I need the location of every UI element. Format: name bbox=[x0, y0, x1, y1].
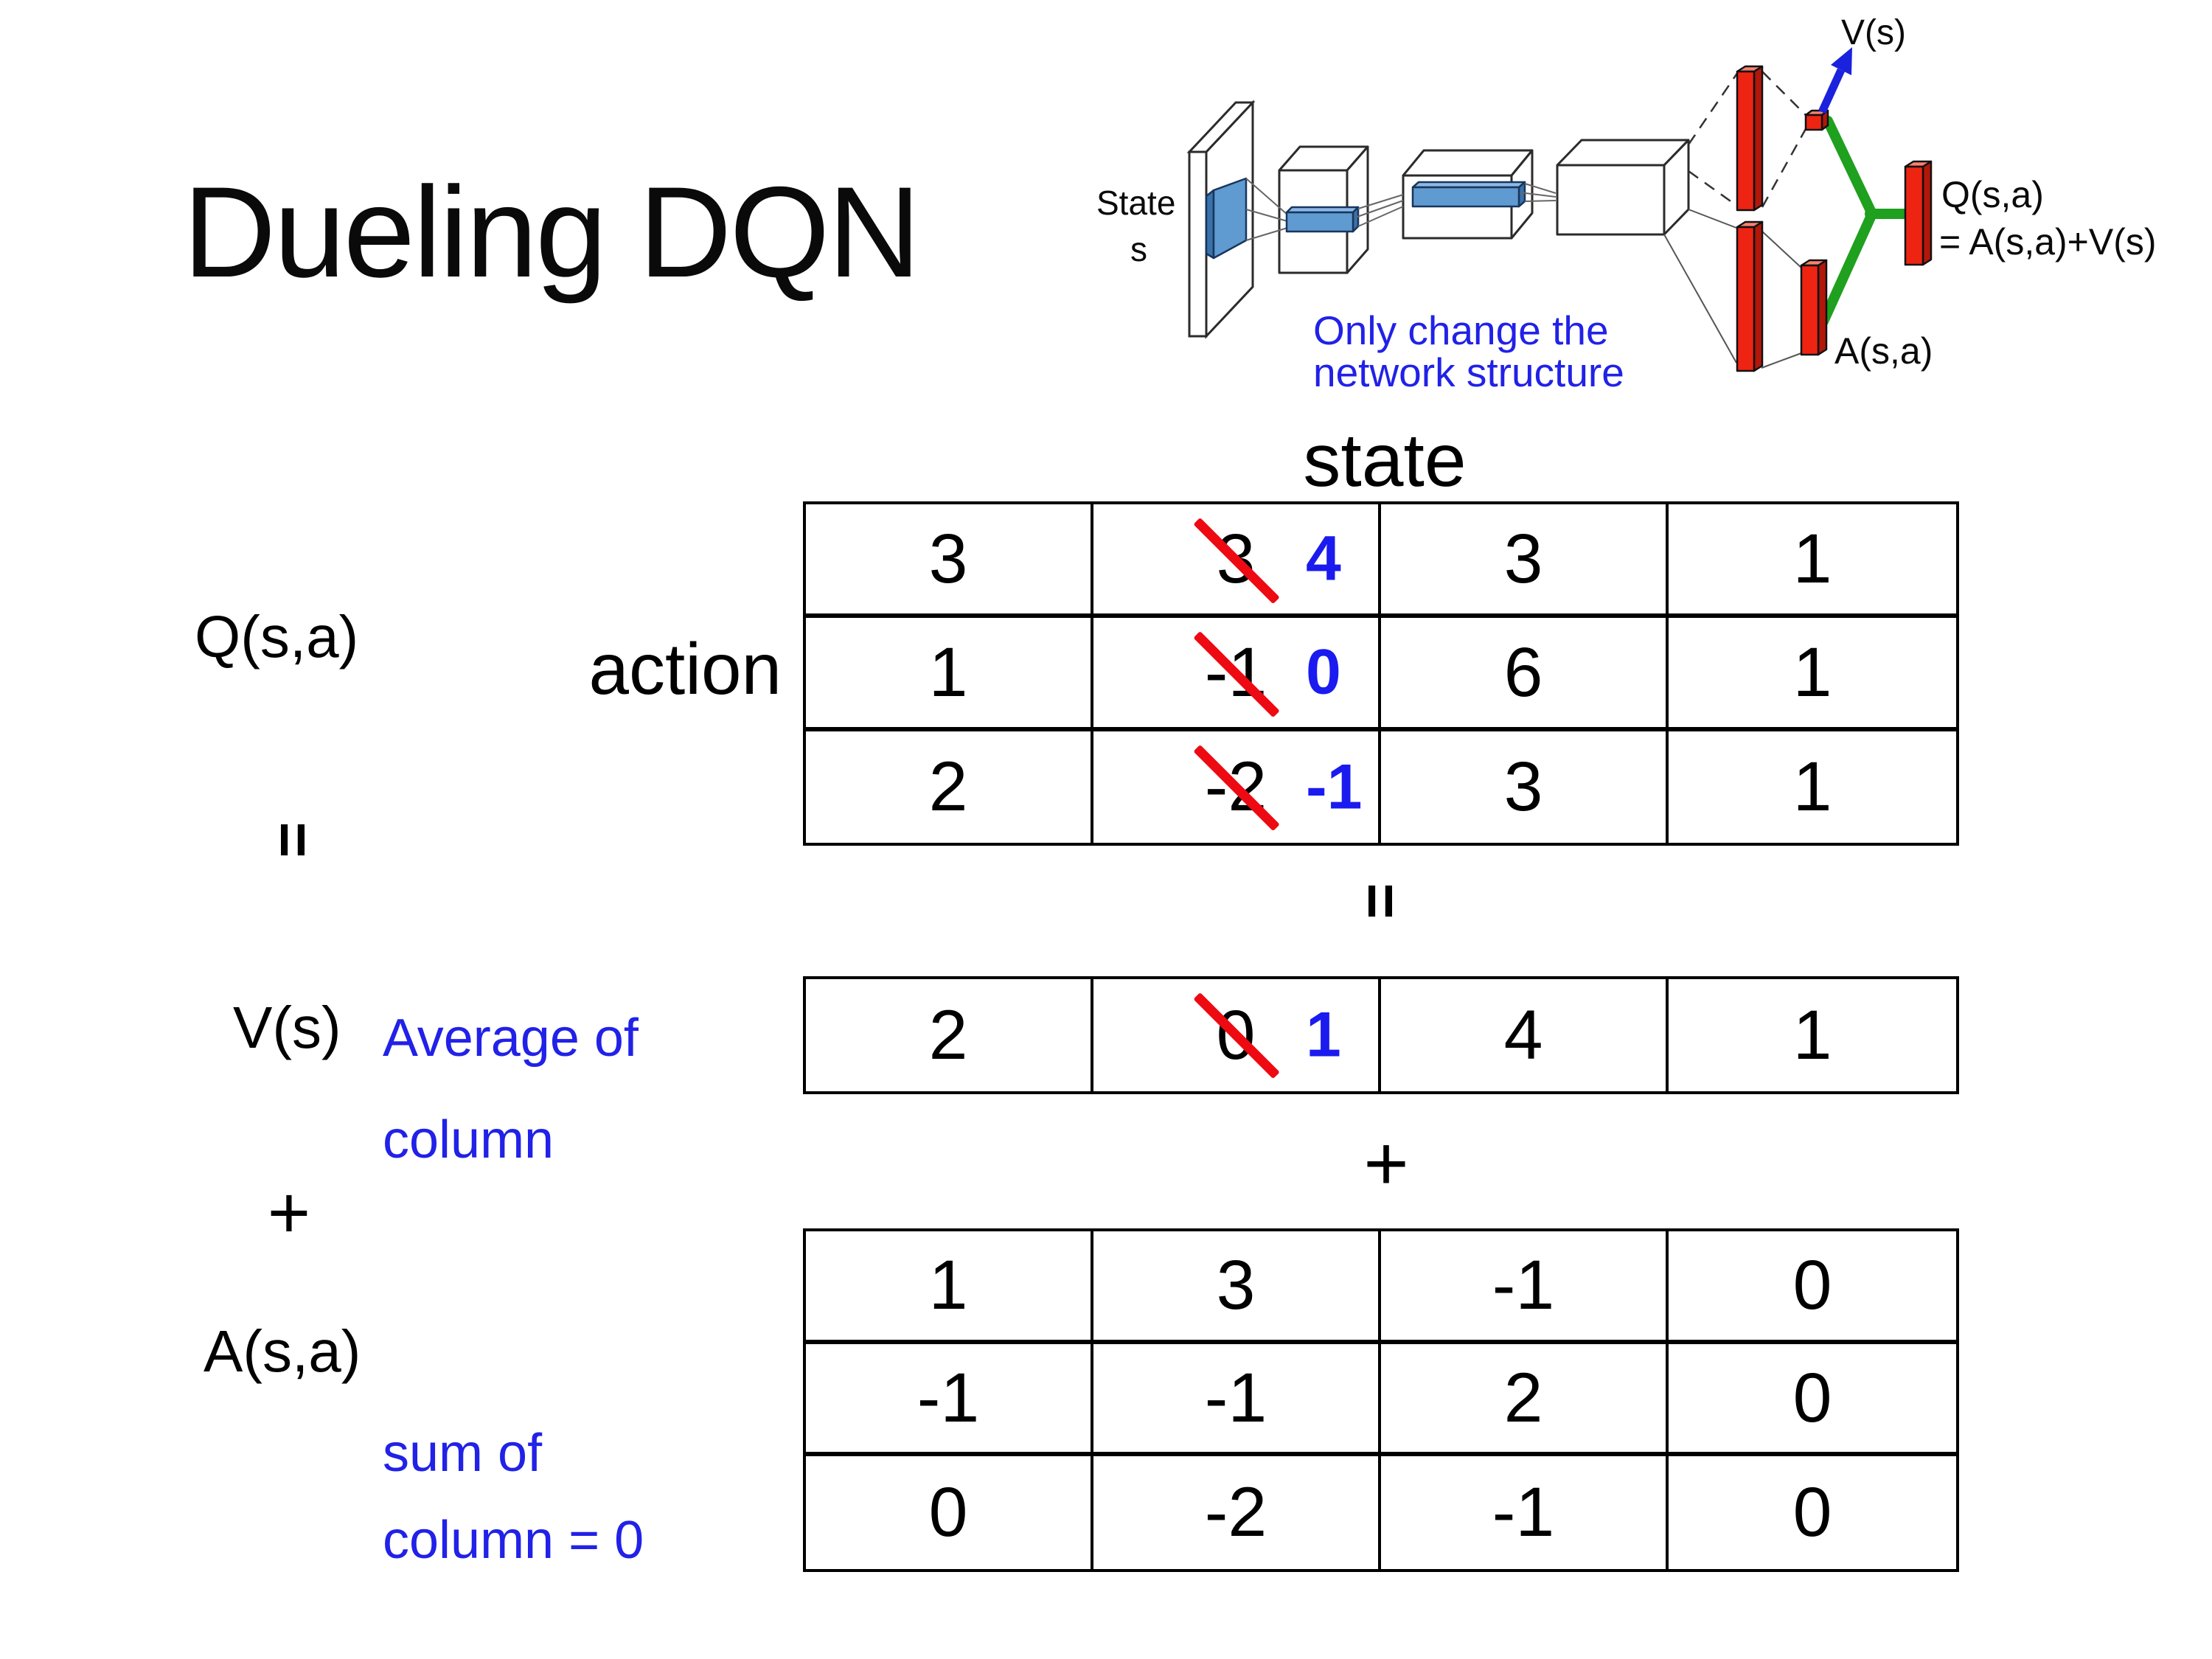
a-cell-r2c1: -2 bbox=[1093, 1456, 1381, 1569]
state-header: state bbox=[1303, 418, 1467, 502]
q-output-bar bbox=[1904, 160, 1933, 266]
a-cell-r0c1: 3 bbox=[1093, 1231, 1381, 1344]
plus-sign-left: + bbox=[267, 1172, 311, 1254]
a-cell-r0c0: 1 bbox=[806, 1231, 1093, 1344]
q-cell-r2c2: 3 bbox=[1381, 731, 1669, 843]
connector-lines-1 bbox=[1245, 178, 1288, 241]
q-cell-r2c0: 2 bbox=[806, 731, 1093, 843]
q-cell-r1c1: -10 bbox=[1093, 618, 1381, 731]
page-title: Dueling DQN bbox=[183, 161, 921, 305]
diagram-note-line1: Only change the bbox=[1313, 307, 1609, 353]
v-matrix-label: V(s) bbox=[233, 995, 341, 1060]
q-cell-r2c1: -2-1 bbox=[1093, 731, 1381, 843]
conv-filter-wedge bbox=[1205, 177, 1248, 260]
a-cell-r1c1: -1 bbox=[1093, 1344, 1381, 1456]
q-new-value: -1 bbox=[1306, 751, 1363, 822]
q-new-value: 4 bbox=[1306, 523, 1341, 594]
dashed-connectors bbox=[1687, 71, 1808, 208]
v-cell-r0c2: 4 bbox=[1381, 979, 1669, 1091]
connector-lines-2 bbox=[1354, 194, 1404, 227]
v-cell-r0c1: 01 bbox=[1093, 979, 1381, 1091]
advantage-stream-bar bbox=[1736, 220, 1764, 372]
v-new-value: 1 bbox=[1306, 999, 1341, 1071]
q-cell-r0c3: 1 bbox=[1669, 504, 1956, 618]
conv-box-3 bbox=[1556, 139, 1690, 236]
v-row-table: 20141 bbox=[803, 976, 1959, 1094]
connector-lines-3 bbox=[1519, 183, 1557, 202]
q-cell-r1c0: 1 bbox=[806, 618, 1093, 731]
equals-sign-left: = bbox=[259, 821, 328, 858]
a-cell-r0c3: 0 bbox=[1669, 1231, 1956, 1344]
plus-sign-middle: + bbox=[1363, 1120, 1409, 1207]
a-cell-r1c2: 2 bbox=[1381, 1344, 1669, 1456]
v-output-arrow bbox=[1818, 47, 1852, 114]
q-cell-r0c0: 3 bbox=[806, 504, 1093, 618]
diagram-a-output-label: A(s,a) bbox=[1834, 330, 1933, 372]
diagram-v-output-label: V(s) bbox=[1841, 13, 1906, 52]
q-cell-r2c3: 1 bbox=[1669, 731, 1956, 843]
q-cell-r0c1: 34 bbox=[1093, 504, 1381, 618]
network-diagram: State s V(s) Q(s,a) = A(s,a)+V(s) A(s,a)… bbox=[1096, 13, 2157, 395]
advantage-vector-bar bbox=[1800, 259, 1828, 356]
q-cell-r1c3: 1 bbox=[1669, 618, 1956, 731]
combine-links bbox=[1818, 116, 1912, 327]
a-cell-r2c0: 0 bbox=[806, 1456, 1093, 1569]
a-cell-r0c2: -1 bbox=[1381, 1231, 1669, 1344]
a-cell-r2c2: -1 bbox=[1381, 1456, 1669, 1569]
average-note-line2: column bbox=[383, 1110, 554, 1169]
a-cell-r2c3: 0 bbox=[1669, 1456, 1956, 1569]
solid-connectors bbox=[1663, 209, 1802, 369]
sum-note-line2: column = 0 bbox=[383, 1511, 644, 1570]
v-cell-r0c0: 2 bbox=[806, 979, 1093, 1091]
average-note-line1: Average of bbox=[383, 1009, 639, 1068]
a-cell-r1c3: 0 bbox=[1669, 1344, 1956, 1456]
a-matrix-label: A(s,a) bbox=[204, 1318, 361, 1384]
sum-note-line1: sum of bbox=[383, 1424, 543, 1483]
diagram-note-line2: network structure bbox=[1313, 349, 1624, 395]
diagram-state-label-line2: s bbox=[1130, 230, 1147, 268]
diagram-q-output-label-line2: = A(s,a)+V(s) bbox=[1939, 221, 2157, 262]
action-label: action bbox=[588, 628, 782, 709]
equals-sign-middle: = bbox=[1346, 883, 1416, 919]
a-cell-r1c0: -1 bbox=[806, 1344, 1093, 1456]
q-cell-r1c2: 6 bbox=[1381, 618, 1669, 731]
q-new-value: 0 bbox=[1306, 636, 1341, 708]
scalar-v-node bbox=[1804, 109, 1829, 131]
feature-bar-2 bbox=[1411, 181, 1526, 208]
feature-bar-1 bbox=[1285, 206, 1360, 233]
value-stream-bar bbox=[1736, 65, 1764, 212]
v-cell-r0c3: 1 bbox=[1669, 979, 1956, 1091]
q-cell-r0c2: 3 bbox=[1381, 504, 1669, 618]
diagram-state-label-line1: State bbox=[1096, 184, 1175, 222]
q-matrix-label: Q(s,a) bbox=[195, 604, 359, 669]
diagram-q-output-label-line1: Q(s,a) bbox=[1941, 174, 2044, 215]
